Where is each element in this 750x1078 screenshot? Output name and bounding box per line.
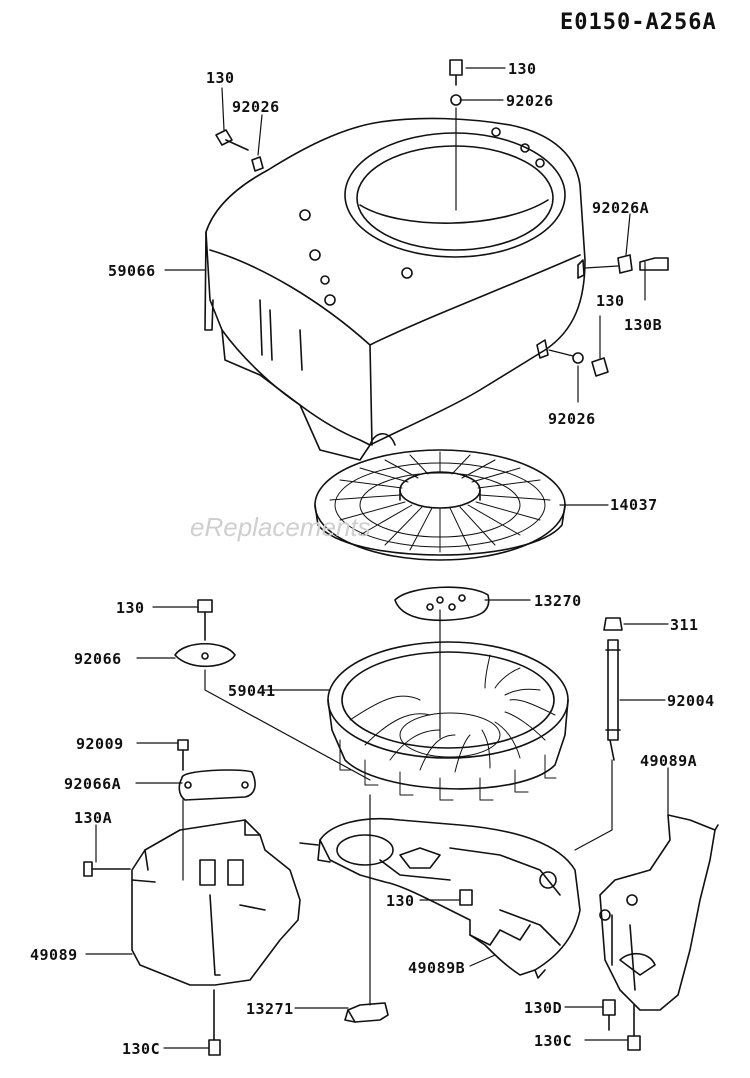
- label-49089B: 49089B: [408, 959, 466, 977]
- bracket-13271: [344, 1002, 389, 1023]
- label-130: 130: [116, 599, 145, 617]
- label-14037: 14037: [610, 496, 658, 514]
- fan-plate: [394, 586, 490, 622]
- label-130: 130: [386, 892, 415, 910]
- bolt-130B: [639, 257, 669, 271]
- label-13271: 13271: [246, 1000, 294, 1018]
- blower-housing-shroud: [204, 117, 586, 461]
- label-59066: 59066: [108, 262, 156, 280]
- baffle-49089: [131, 819, 301, 986]
- collar-92026-left: [251, 156, 264, 172]
- screw-92009: [177, 739, 189, 771]
- screw-130-top: [449, 59, 463, 86]
- label-130: 130: [596, 292, 625, 310]
- label-130: 130: [206, 69, 235, 87]
- label-92004: 92004: [667, 692, 715, 710]
- label-311: 311: [670, 616, 699, 634]
- label-59041: 59041: [228, 682, 276, 700]
- label-92009: 92009: [76, 735, 124, 753]
- screw-130-right: [591, 357, 609, 377]
- screw-130A: [83, 861, 131, 877]
- plate-92066A: [178, 769, 256, 801]
- label-92026: 92026: [548, 410, 596, 428]
- flywheel-fan: [327, 641, 569, 801]
- watermark: eReplacements: [190, 512, 371, 542]
- nut-311: [603, 617, 623, 631]
- screw-130C-left: [208, 989, 221, 1056]
- label-130A: 130A: [74, 809, 113, 827]
- label-130C: 130C: [122, 1040, 161, 1058]
- rotating-screen: [314, 449, 566, 561]
- screw-130-center: [459, 889, 473, 906]
- stud-bolt-92004: [605, 639, 621, 761]
- label-92026: 92026: [506, 92, 554, 110]
- diagram-id: E0150-A256A: [560, 10, 717, 35]
- label-49089A: 49089A: [640, 752, 698, 770]
- screw-130C-right: [627, 1004, 641, 1051]
- label-130: 130: [508, 60, 537, 78]
- label-49089: 49089: [30, 946, 78, 964]
- baffle-49089A: [599, 814, 719, 1011]
- label-92066: 92066: [74, 650, 122, 668]
- label-130D: 130D: [524, 999, 563, 1017]
- collar-92026-right: [572, 352, 584, 364]
- screw-130-plate: [197, 599, 213, 641]
- screw-130D: [602, 999, 616, 1031]
- screw-130-top-left: [215, 129, 249, 151]
- label-13270: 13270: [534, 592, 582, 610]
- label-130B: 130B: [624, 316, 663, 334]
- plate-92066: [174, 643, 236, 668]
- label-92066A: 92066A: [64, 775, 122, 793]
- collar-92026A: [617, 254, 633, 274]
- label-92026: 92026: [232, 98, 280, 116]
- baffle-49089B: [299, 817, 581, 979]
- label-92026A: 92026A: [592, 199, 650, 217]
- label-130C: 130C: [534, 1032, 573, 1050]
